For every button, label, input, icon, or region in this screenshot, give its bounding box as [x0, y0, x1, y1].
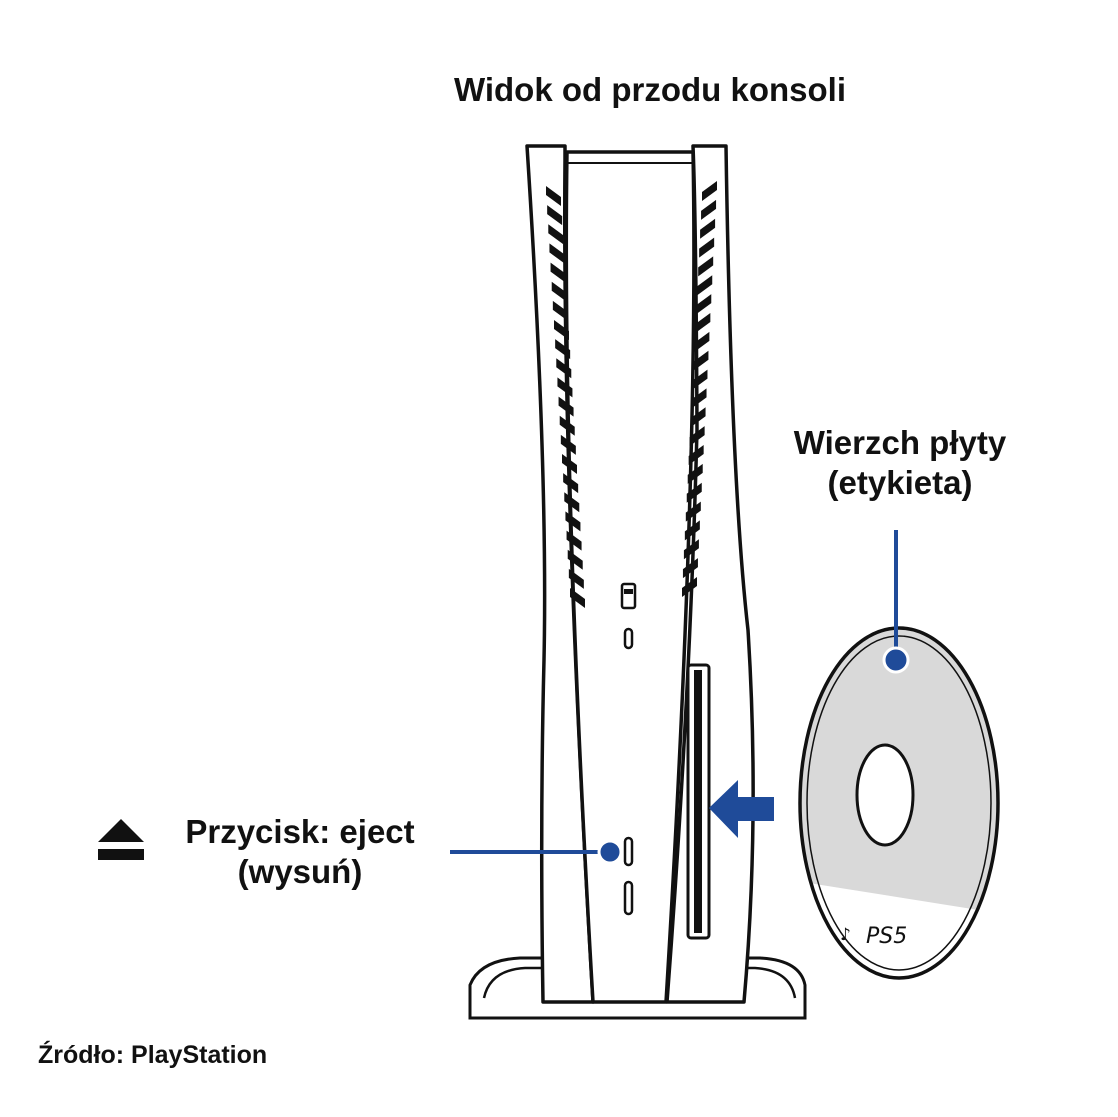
- right-vents: [682, 181, 717, 597]
- vent-stripe: [688, 445, 704, 465]
- disc: [798, 626, 1000, 980]
- source-credit: Źródło: PlayStation: [38, 1041, 268, 1069]
- insert-arrow-icon: [709, 780, 774, 838]
- vent-stripe: [691, 388, 707, 409]
- vent-stripe: [567, 549, 583, 570]
- vent-stripe: [696, 294, 712, 315]
- vent-stripe: [682, 577, 697, 597]
- vent-stripe: [548, 224, 564, 245]
- power-button[interactable]: [623, 880, 634, 916]
- usb-port-pin: [624, 589, 633, 594]
- disc-top-label: Wierzch płyty (etykieta): [760, 423, 1040, 504]
- eject-marker: [597, 839, 623, 865]
- disc-top-label-line2: (etykieta): [827, 464, 973, 502]
- disc-label-marker: [882, 646, 910, 674]
- eject-button-label: Przycisk: eject (wysuń): [160, 812, 440, 893]
- vent-stripe: [562, 454, 577, 474]
- usb-c-port: [623, 627, 634, 650]
- vent-stripe: [547, 205, 563, 226]
- vent-stripe: [560, 434, 576, 455]
- vent-stripe: [694, 331, 710, 352]
- vent-stripe: [697, 275, 713, 296]
- vent-stripe: [566, 530, 582, 551]
- disc-slot-opening: [694, 670, 702, 933]
- diagram-title: Widok od przodu konsoli: [453, 71, 846, 108]
- vent-stripe: [552, 300, 568, 321]
- disc-ps5-logo: PS5: [866, 924, 907, 949]
- vent-stripe: [555, 339, 571, 360]
- vent-stripe: [683, 539, 699, 560]
- vent-stripe: [692, 369, 708, 390]
- vent-stripe: [564, 492, 580, 513]
- vent-stripe: [559, 415, 575, 436]
- vent-stripe: [686, 482, 702, 503]
- vent-stripe: [565, 511, 581, 532]
- vent-stripe: [682, 558, 698, 579]
- vent-stripe: [685, 501, 701, 522]
- vent-stripe: [684, 520, 700, 541]
- vent-stripe: [550, 262, 566, 283]
- vent-stripe: [695, 313, 711, 333]
- disc-top-label-line1: Wierzch płyty: [793, 424, 1007, 461]
- vent-stripe: [693, 350, 709, 371]
- eject-icon: [98, 819, 144, 860]
- vent-stripe: [556, 358, 572, 379]
- vent-stripe: [563, 473, 579, 494]
- vent-stripe: [690, 407, 706, 428]
- vent-stripe: [554, 320, 569, 340]
- eject-button-label-line2: (wysuń): [237, 853, 363, 891]
- vent-stripe: [558, 396, 574, 417]
- left-vents: [546, 186, 585, 608]
- vent-stripe: [557, 377, 573, 398]
- vent-stripe: [570, 588, 585, 608]
- usb-port: [620, 582, 637, 610]
- playstation-logo-icon: ♪: [840, 925, 851, 945]
- center-body: [564, 150, 696, 1004]
- vent-stripe: [701, 199, 717, 220]
- vent-stripe: [702, 181, 717, 201]
- eject-button-label-line1: Przycisk: eject: [185, 813, 415, 850]
- eject-button[interactable]: [623, 836, 634, 867]
- vent-stripe: [568, 568, 584, 589]
- vent-stripe: [700, 218, 716, 239]
- vent-stripe: [698, 256, 714, 277]
- vent-stripe: [546, 186, 561, 206]
- vent-stripe: [689, 426, 705, 447]
- vent-stripe: [699, 237, 715, 258]
- vent-stripe: [687, 463, 703, 484]
- vent-stripe: [551, 281, 567, 302]
- vent-stripe: [549, 243, 565, 264]
